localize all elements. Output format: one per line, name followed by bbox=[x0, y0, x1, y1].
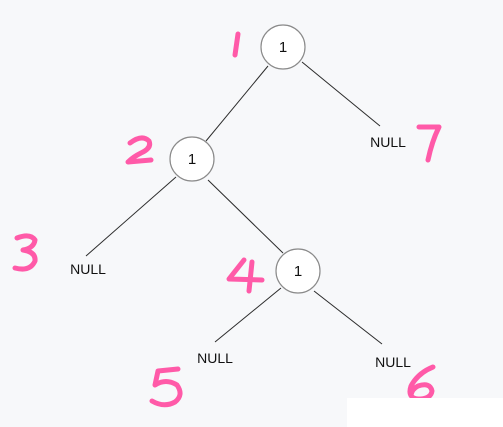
node-value: 1 bbox=[294, 263, 302, 280]
annotation-number-2 bbox=[125, 135, 154, 165]
node-value: 1 bbox=[188, 151, 196, 168]
edge-node2-left bbox=[85, 176, 177, 257]
edge-root-left bbox=[205, 65, 269, 142]
annotation-number-1 bbox=[232, 31, 241, 58]
null-leaf-3: NULL bbox=[70, 261, 106, 277]
edge-node4-right bbox=[313, 290, 383, 345]
annotation-number-3 bbox=[12, 233, 38, 272]
annotation-number-6 bbox=[407, 364, 436, 402]
tree-node-4: 1 bbox=[275, 248, 321, 294]
node-value: 1 bbox=[279, 39, 287, 56]
blank-panel-corner bbox=[347, 398, 503, 427]
tree-node-2: 1 bbox=[169, 136, 215, 182]
null-leaf-5: NULL bbox=[197, 350, 233, 366]
tree-node-1: 1 bbox=[260, 24, 306, 70]
edge-node4-left bbox=[214, 287, 282, 343]
null-leaf-7: NULL bbox=[370, 134, 406, 150]
edge-node2-right bbox=[207, 179, 284, 254]
null-leaf-6: NULL bbox=[375, 354, 411, 370]
annotation-number-4 bbox=[226, 257, 265, 294]
edge-root-right bbox=[301, 61, 381, 127]
annotation-number-7 bbox=[416, 124, 442, 163]
annotation-number-5 bbox=[149, 366, 183, 408]
